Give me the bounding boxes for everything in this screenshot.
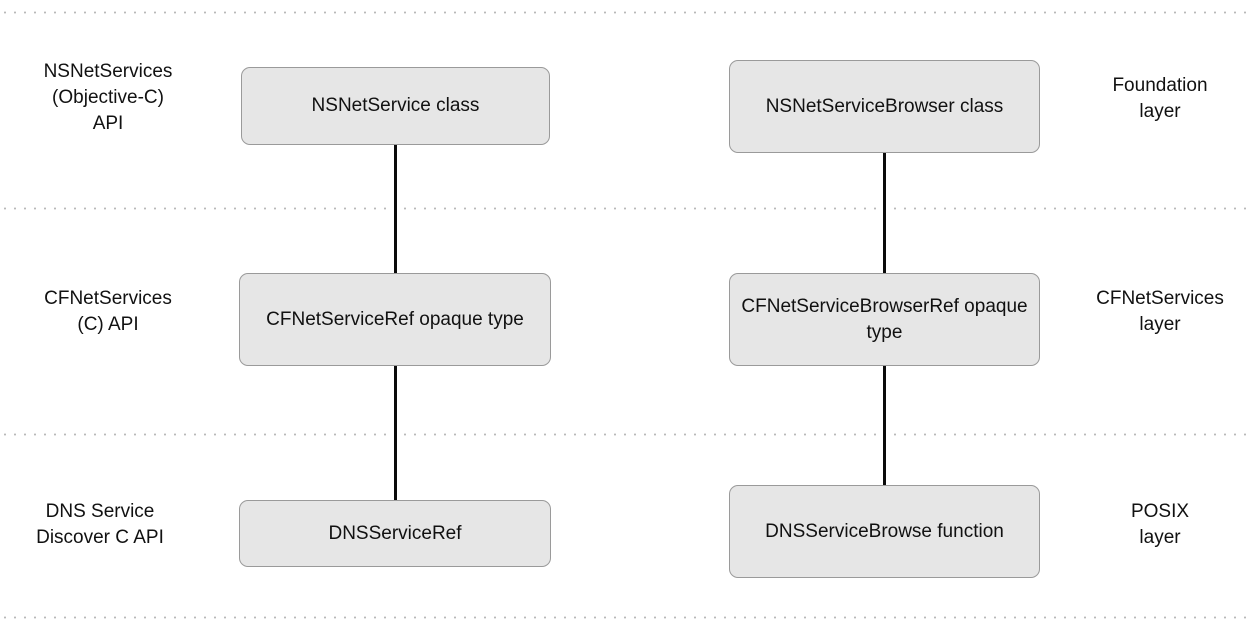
row-label-right-foundation: Foundation layer (1112, 75, 1208, 123)
node-cfnetservicebrowserref-opaque-type[interactable]: CFNetServiceBrowserRef opaque type (729, 273, 1040, 366)
node-nsnetservicebrowser-class[interactable]: NSNetServiceBrowser class (729, 60, 1040, 153)
row-label-left-posix: DNS Service Discover C API (36, 501, 164, 549)
node-cfnetserviceref-opaque-type[interactable]: CFNetServiceRef opaque type (239, 273, 551, 366)
row-label-left-cfnetservices: CFNetServices (C) API (44, 288, 172, 336)
connector-nsnetservice-to-cfnetserviceref (394, 140, 397, 275)
row-label-right-posix: POSIX layer (1130, 501, 1190, 549)
divider-cfnetservices-posix (0, 433, 1249, 436)
connector-nsnetservicebrowser-to-cfnetservicebrowserref (883, 140, 886, 275)
divider-foundation-cfnetservices (0, 207, 1249, 210)
connector-cfnetserviceref-to-dnsserviceref (394, 360, 397, 510)
node-dnsserviceref[interactable]: DNSServiceRef (239, 500, 551, 567)
connector-cfnetservicebrowserref-to-dnsservicebrowse (883, 360, 886, 510)
divider-bottom (0, 616, 1249, 619)
divider-top (0, 11, 1249, 14)
row-label-right-cfnetservices: CFNetServices layer (1096, 288, 1224, 336)
node-dnsservicebrowse-function[interactable]: DNSServiceBrowse function (729, 485, 1040, 578)
node-nsnetservice-class[interactable]: NSNetService class (241, 67, 550, 145)
row-label-left-foundation: NSNetServices (Objective-C) API (43, 61, 173, 135)
